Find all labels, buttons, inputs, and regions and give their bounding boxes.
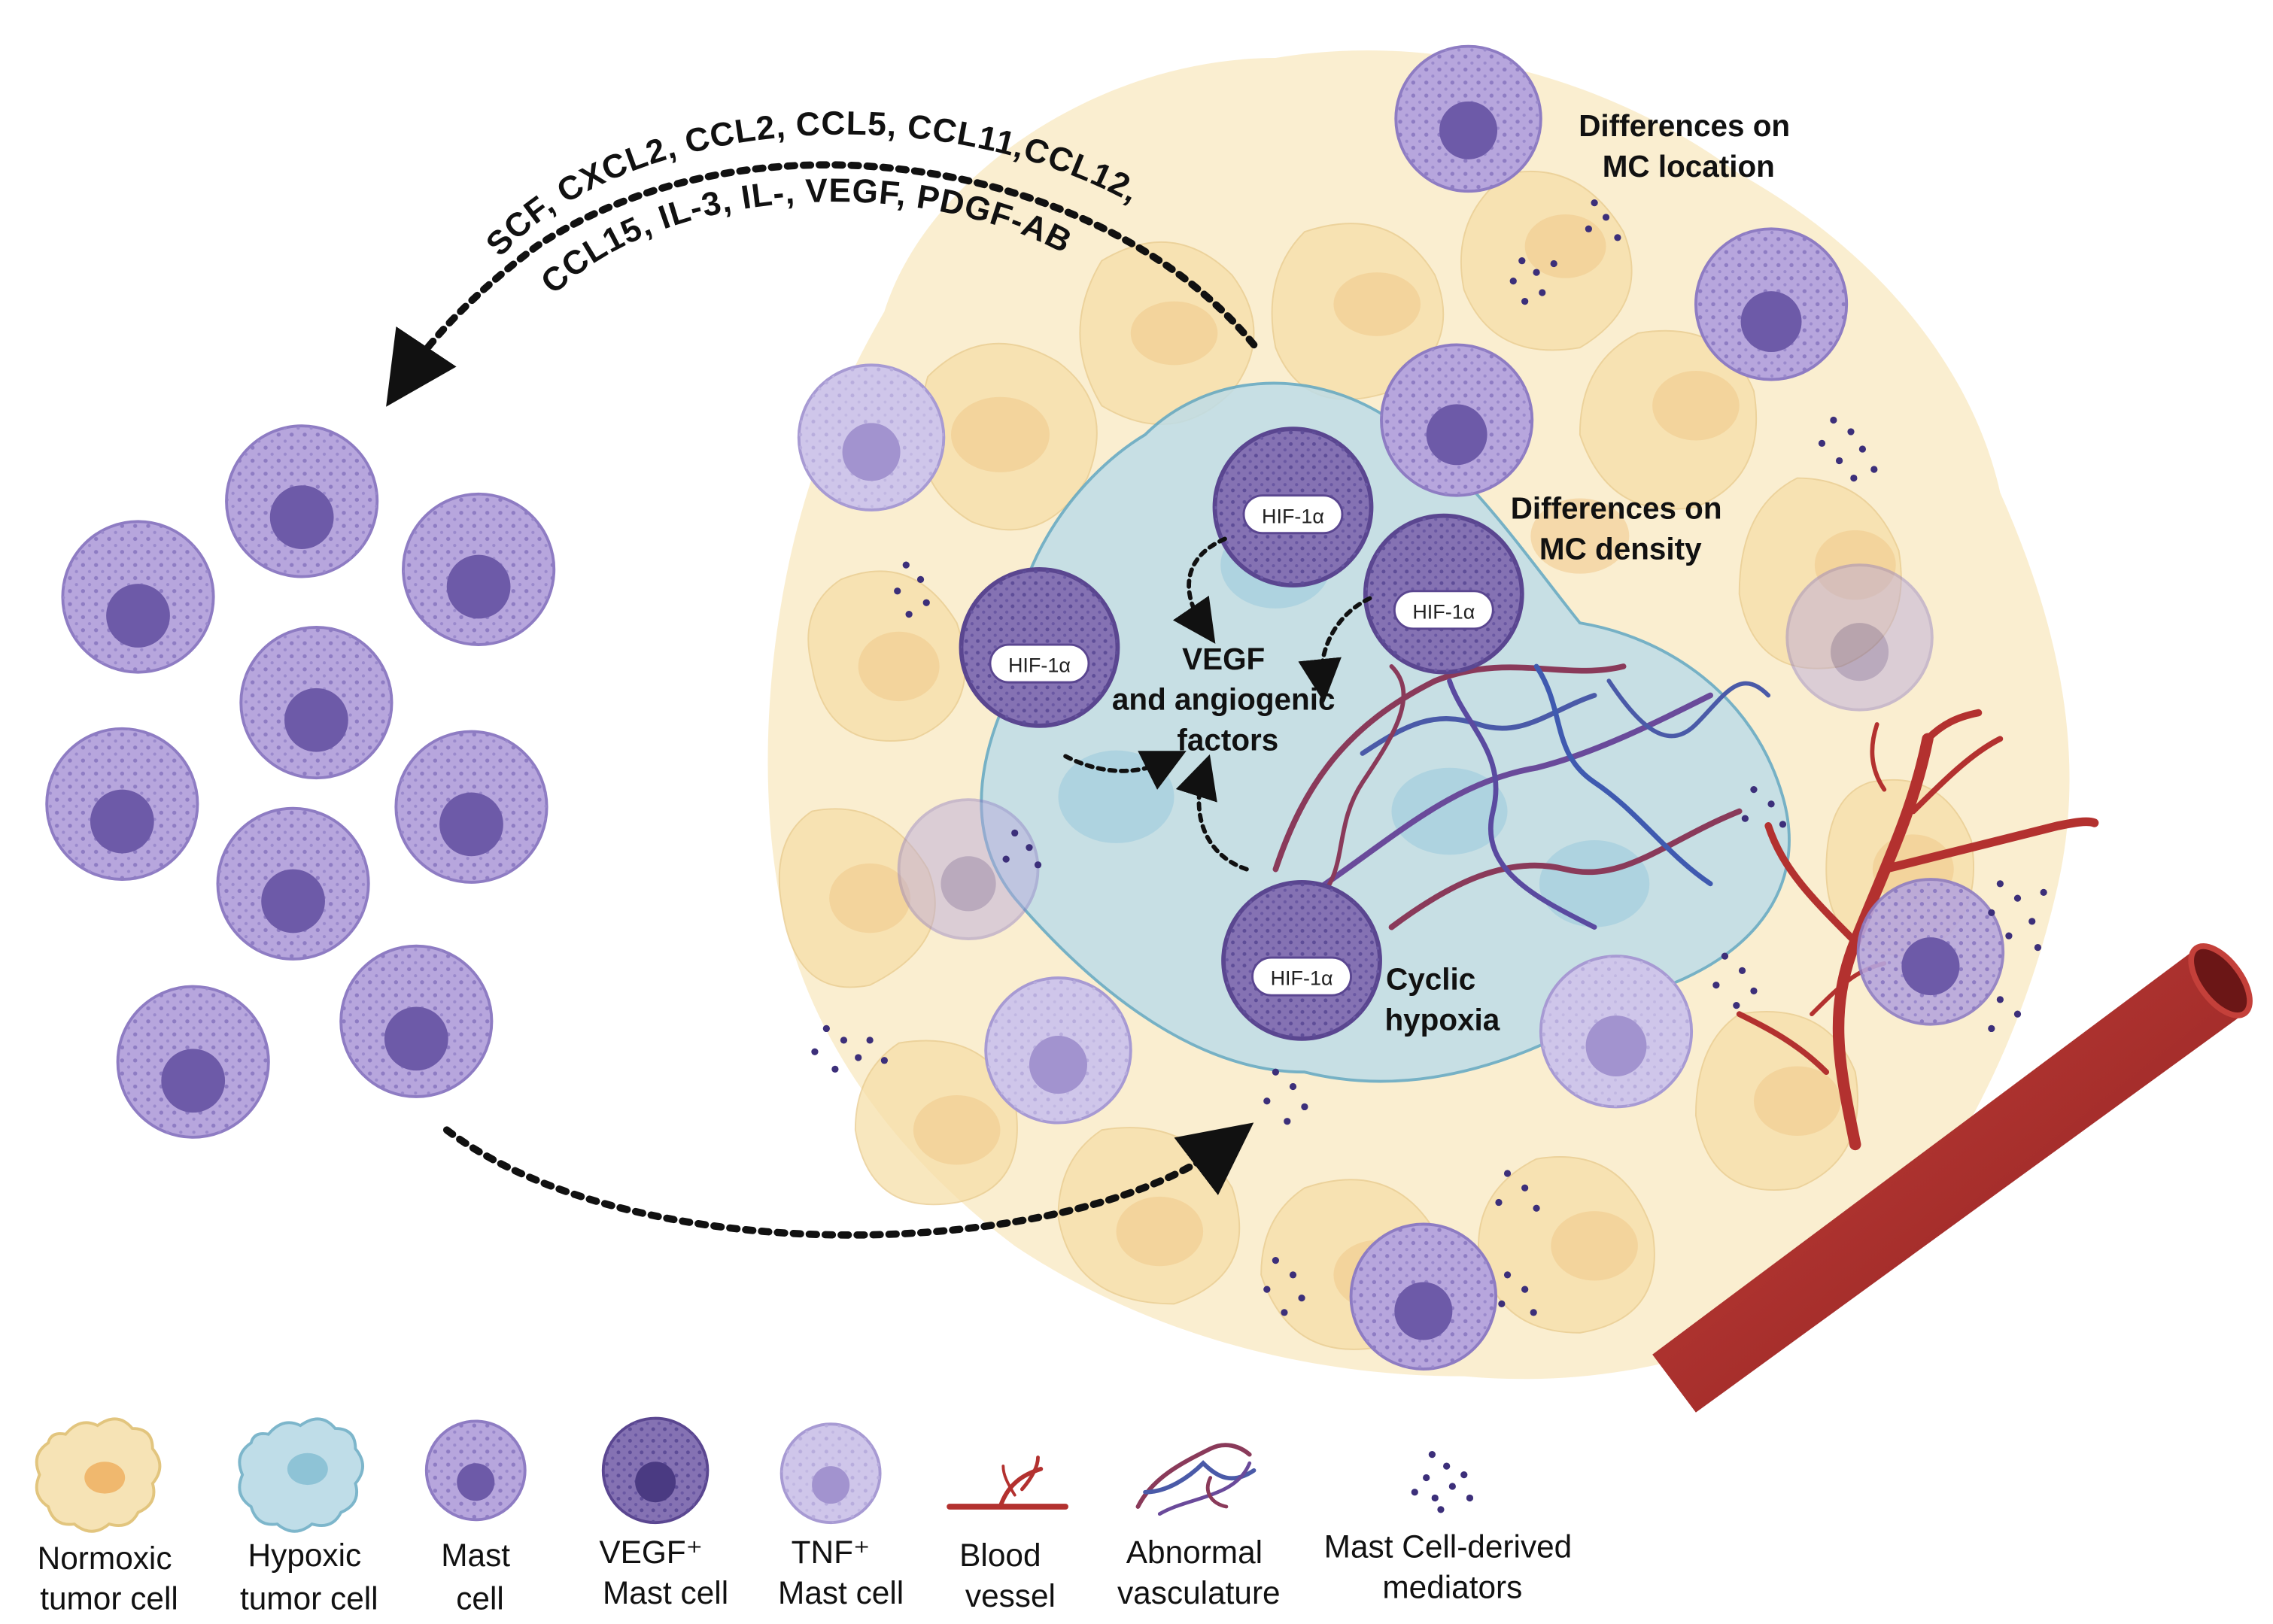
legend-label: TNF⁺ Mast cell <box>778 1534 904 1610</box>
hif-label: HIF-1α <box>1262 505 1324 527</box>
vegf-mast-cell: HIF-1α <box>1221 880 1382 1041</box>
recruitment-arrow-top <box>386 161 1258 407</box>
tnf-mast-cell <box>797 363 946 511</box>
vegf-mast-cells: HIF-1α HIF-1α HIF-1α HIF-1α <box>959 426 1524 1041</box>
hif-label: HIF-1α <box>1412 600 1475 623</box>
legend-vegf-mast: VEGF⁺ Mast cell <box>599 1416 728 1610</box>
legend-label: Hypoxic tumor cell <box>240 1537 378 1616</box>
mast-cell <box>239 626 394 780</box>
recruitment-arrows <box>386 161 1258 1239</box>
mast-cell <box>339 944 494 1098</box>
legend-label: Abnormal vasculature <box>1117 1534 1281 1610</box>
legend-abnormal-vasc: Abnormal vasculature <box>1117 1443 1281 1610</box>
legend-mediators: Mast Cell-derived mediators <box>1324 1451 1581 1604</box>
tnf-mast-cells <box>797 363 1694 1125</box>
legend-label: Mast Cell-derived mediators <box>1324 1528 1581 1604</box>
mast-cell <box>394 730 548 884</box>
cyclic-hypoxia-label: Cyclic hypoxia <box>1384 961 1500 1037</box>
mast-cell <box>225 424 379 578</box>
legend-normoxic: Normoxic tumor cell <box>35 1417 181 1616</box>
vegf-mast-cell: HIF-1α <box>1212 426 1374 587</box>
mediators-icon <box>1411 1451 1474 1513</box>
tnf-mast-cell <box>984 976 1132 1125</box>
mediator-dots <box>811 199 2047 1316</box>
mast-cell <box>402 492 556 646</box>
legend-hypoxic: Hypoxic tumor cell <box>238 1417 378 1616</box>
mast-cell <box>45 727 199 881</box>
legend-label: Mast cell <box>441 1537 519 1616</box>
vegf-mast-cell: HIF-1α <box>1363 513 1524 675</box>
recruitment-arrow-bottom <box>442 1122 1254 1239</box>
mast-cell <box>1785 563 1934 712</box>
mast-cell <box>897 798 1040 940</box>
mast-cell <box>1694 227 1849 381</box>
mast-cell-cluster <box>45 424 556 1139</box>
mast-cell <box>216 806 370 961</box>
mc-density-label: Differences on MC density <box>1511 490 1731 566</box>
blood-vessel-icon <box>947 1456 1068 1510</box>
legend-label: VEGF⁺ Mast cell <box>599 1534 728 1610</box>
mc-location-label: Differences on MC location <box>1579 108 1798 184</box>
mast-cell <box>1380 343 1534 497</box>
legend-label: Normoxic tumor cell <box>38 1541 181 1616</box>
legend-mast: Mast cell <box>424 1419 527 1616</box>
peripheral-mast-cells <box>897 44 2005 1371</box>
vegf-arrows <box>1063 536 1372 872</box>
mast-cell <box>1394 44 1542 193</box>
abnormal-vasculature-icon <box>1135 1443 1257 1516</box>
legend-blood-vessel: Blood vessel <box>947 1456 1068 1613</box>
legend-tnf-mast: TNF⁺ Mast cell <box>778 1422 904 1610</box>
legend: Normoxic tumor cell Hypoxic tumor cell M… <box>35 1416 1581 1616</box>
mast-cell <box>1349 1222 1498 1371</box>
mast-cell <box>61 520 215 674</box>
hif-label: HIF-1α <box>1271 967 1333 990</box>
tnf-mast-cell <box>1539 955 1694 1109</box>
legend-label: Blood vessel <box>959 1537 1056 1613</box>
blood-vessel <box>1652 709 2253 1413</box>
mast-cell <box>116 985 270 1139</box>
hif-label: HIF-1α <box>1008 654 1071 677</box>
mast-cell <box>1856 878 2005 1026</box>
abnormal-vasculature <box>1272 663 1771 930</box>
vegf-label: VEGF and angiogenic factors <box>1112 642 1344 757</box>
vegf-mast-cell: HIF-1α <box>959 567 1120 728</box>
